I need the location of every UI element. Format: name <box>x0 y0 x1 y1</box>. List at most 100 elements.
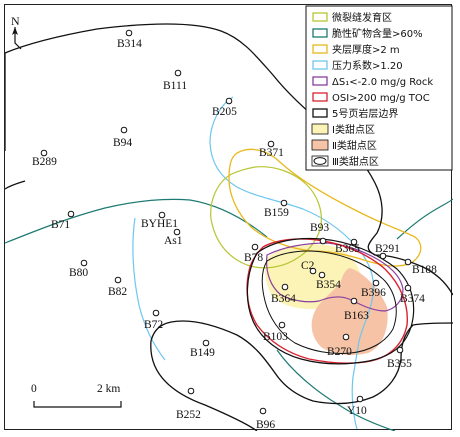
well-symbol <box>396 346 404 354</box>
well-label: B396 <box>361 287 386 299</box>
well-label: B163 <box>344 310 369 322</box>
well-label: B80 <box>69 267 88 279</box>
well-label: B159 <box>264 207 289 219</box>
well-symbol <box>267 140 275 148</box>
well-symbol <box>280 199 288 207</box>
map-canvas: B314 B111 B205 B94 B371 B289 B159 B93 B7… <box>4 5 454 432</box>
well-symbol <box>278 321 286 329</box>
well-label: B354 <box>316 279 341 291</box>
class-iii-sweet-spot-boundary-inner <box>261 250 397 354</box>
well-symbol <box>350 238 358 246</box>
legend-label: Ⅰ类甜点区 <box>332 123 375 136</box>
well-label: B93 <box>310 222 329 234</box>
class-ii-sweet-spot-area <box>311 268 388 355</box>
scale-bar: 0 2 km <box>31 383 122 408</box>
legend-swatch-delta-s1 <box>312 76 328 86</box>
well-markers <box>40 29 412 415</box>
well-symbol <box>372 279 380 287</box>
well-label: B72 <box>144 319 163 331</box>
well-symbol <box>342 333 350 341</box>
legend-label: Ⅲ类甜点区 <box>332 155 379 168</box>
well-symbol <box>152 309 160 317</box>
scale-zero-label: 0 <box>31 383 37 395</box>
well-symbol <box>251 243 259 251</box>
map-frame: B314 B111 B205 B94 B371 B289 B159 B93 B7… <box>4 4 454 432</box>
well-symbol <box>350 297 358 305</box>
well-symbol <box>158 211 166 219</box>
interlayer-thickness-contour <box>228 148 422 267</box>
scale-distance-label: 2 km <box>97 383 120 395</box>
legend-label: 压力系数>1.20 <box>332 59 403 72</box>
legend-label: 微裂缝发育区 <box>332 11 392 24</box>
scale-bar-line <box>33 401 122 408</box>
well-symbol <box>318 271 326 279</box>
pressure-coefficient-contour <box>209 96 364 256</box>
legend-swatch-pressure <box>312 60 328 70</box>
legend-swatch-brittle <box>312 28 328 38</box>
shale-boundary-west <box>4 180 26 190</box>
well-label: B289 <box>32 156 57 168</box>
well-symbol <box>174 69 182 77</box>
legend-label: 5号页岩层边界 <box>332 107 398 120</box>
well-symbol <box>356 395 364 403</box>
well-symbol <box>404 284 412 292</box>
legend-label: OSI>200 mg/g TOC <box>332 93 430 104</box>
brittle-mineral-contour-south <box>276 349 396 432</box>
well-symbol <box>125 29 133 37</box>
well-label: B94 <box>113 137 132 149</box>
well-label: B374 <box>400 293 425 305</box>
well-label: BYHE1 <box>141 218 178 230</box>
well-symbol <box>120 126 128 134</box>
well-label: B365 <box>335 243 360 255</box>
well-symbol <box>67 210 75 218</box>
well-symbol <box>114 276 122 284</box>
legend-label: ΔS₁<-2.0 mg/g Rock <box>332 77 433 88</box>
brittle-mineral-contour-east <box>396 198 454 240</box>
well-label: B188 <box>412 264 437 276</box>
well-label: B314 <box>117 38 142 50</box>
well-symbol <box>319 237 327 245</box>
legend-swatch-class-iii <box>311 155 329 167</box>
well-symbol <box>40 149 48 157</box>
microfracture-contour <box>210 166 322 269</box>
north-label: N <box>11 14 20 28</box>
well-symbol <box>80 259 88 267</box>
legend-label: Ⅱ类甜点区 <box>332 139 377 152</box>
legend-swatch-microfracture <box>312 12 328 22</box>
legend-label: 夹层厚度>2 m <box>332 43 400 56</box>
well-label: B355 <box>387 358 412 370</box>
legend-swatch-interlayer <box>312 44 328 54</box>
well-label: B371 <box>259 147 284 159</box>
well-label: B103 <box>263 331 288 343</box>
brittle-mineral-contour <box>4 198 268 244</box>
well-label: B82 <box>108 286 127 298</box>
well-symbol <box>173 228 181 236</box>
well-label: B78 <box>244 252 263 264</box>
well-symbol <box>225 97 233 105</box>
well-label: B270 <box>327 346 352 358</box>
well-labels: B314 B111 B205 B94 B371 B289 B159 B93 B7… <box>32 38 437 431</box>
well-label: B205 <box>212 106 237 118</box>
well-symbol <box>379 252 387 260</box>
legend-swatch-shale-boundary <box>312 108 328 118</box>
well-label: B71 <box>51 219 70 231</box>
well-symbol <box>309 267 317 275</box>
well-symbol <box>259 407 267 415</box>
legend: 微裂缝发育区 脆性矿物含量>60% 夹层厚度>2 m 压力系数>1.20 ΔS₁… <box>305 5 453 171</box>
north-arrow: N <box>11 14 22 50</box>
well-symbol <box>202 339 210 347</box>
well-symbol <box>281 283 289 291</box>
well-label: B96 <box>256 419 275 431</box>
well-label: C2 <box>301 260 315 272</box>
legend-swatch-class-i <box>311 123 329 135</box>
well-symbol <box>187 387 195 395</box>
legend-swatch-class-ii <box>311 139 329 151</box>
pressure-coefficient-contour-south <box>132 217 166 361</box>
well-label: Y10 <box>347 405 367 417</box>
well-label: As1 <box>164 235 183 247</box>
legend-swatch-osi <box>312 92 328 102</box>
well-label: B252 <box>176 409 201 421</box>
legend-label: 脆性矿物含量>60% <box>332 27 423 40</box>
well-symbol <box>404 258 412 266</box>
well-label: B364 <box>271 293 296 305</box>
